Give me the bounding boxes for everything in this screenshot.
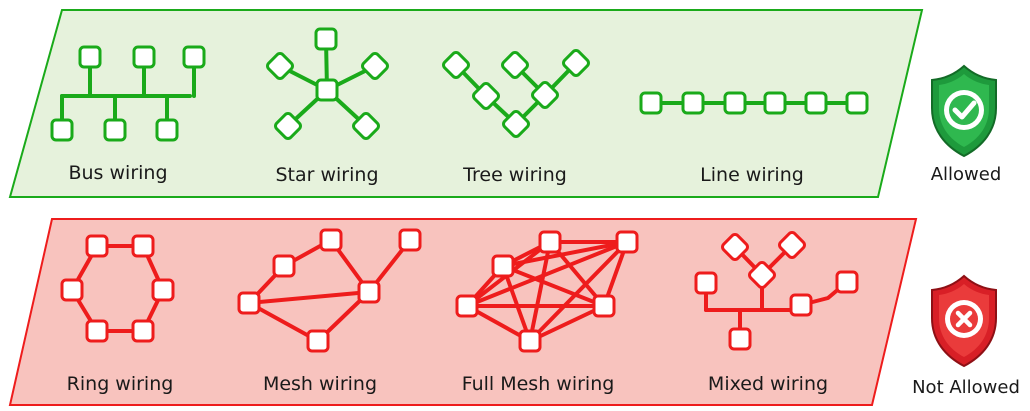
device-node — [131, 319, 155, 343]
wire-link — [501, 240, 629, 268]
device-node — [314, 27, 338, 51]
device-node — [531, 81, 559, 109]
device-node — [721, 233, 749, 261]
device-node — [315, 78, 339, 102]
device-node — [845, 91, 869, 115]
device-node — [442, 51, 470, 79]
device-node — [639, 91, 663, 115]
bus-wiring-diagram — [50, 45, 206, 142]
device-node — [85, 234, 109, 258]
device-node — [361, 52, 389, 80]
device-node — [132, 45, 156, 69]
device-node — [182, 45, 206, 69]
device-node — [763, 91, 787, 115]
device-node — [272, 254, 296, 278]
line-wiring-diagram — [639, 91, 869, 115]
device-node — [518, 329, 542, 353]
device-node — [306, 329, 330, 353]
wire-link — [247, 301, 320, 343]
device-node — [728, 327, 752, 351]
device-node — [472, 82, 500, 110]
line-wiring-label: Line wiring — [700, 164, 804, 186]
wire-link — [528, 240, 629, 343]
star-wiring-label: Star wiring — [275, 164, 378, 186]
device-node — [455, 294, 479, 318]
mesh-wiring-label: Mesh wiring — [263, 373, 377, 395]
device-node — [491, 254, 515, 278]
device-node — [398, 228, 422, 252]
shield-x-icon — [931, 274, 997, 368]
device-node — [723, 91, 747, 115]
device-node — [502, 110, 530, 138]
device-node — [266, 52, 294, 80]
tree-wiring-label: Tree wiring — [462, 164, 567, 186]
mesh-wiring-diagram — [237, 228, 422, 353]
device-node — [50, 118, 74, 142]
device-node — [237, 291, 261, 315]
device-node — [319, 228, 343, 252]
device-node — [804, 91, 828, 115]
shield-check-icon — [931, 64, 997, 158]
not-allowed-status-label: Not Allowed — [912, 377, 1020, 398]
device-node — [78, 45, 102, 69]
allowed-status-label: Allowed — [931, 164, 1002, 185]
wire-link — [501, 264, 606, 308]
device-node — [789, 293, 813, 317]
device-node — [357, 280, 381, 304]
tree-wiring-diagram — [442, 49, 590, 138]
device-node — [103, 118, 127, 142]
ring-wiring-diagram — [60, 234, 175, 343]
device-node — [151, 278, 175, 302]
device-node — [615, 230, 639, 254]
device-node — [681, 91, 705, 115]
device-node — [60, 278, 84, 302]
star-wiring-diagram — [266, 27, 389, 140]
mixed-wiring-label: Mixed wiring — [708, 373, 828, 395]
wire-link — [501, 264, 532, 343]
device-node — [748, 261, 776, 289]
device-node — [501, 51, 529, 79]
full-mesh-wiring-diagram — [455, 230, 639, 353]
bus-wiring-label: Bus wiring — [68, 162, 167, 184]
device-node — [694, 271, 718, 295]
wire-link — [528, 304, 606, 343]
device-node — [562, 49, 590, 77]
device-node — [835, 270, 859, 294]
ring-wiring-label: Ring wiring — [67, 373, 174, 395]
wire-link — [247, 290, 371, 305]
device-node — [131, 234, 155, 258]
mixed-wiring-diagram — [694, 231, 859, 351]
wire-link — [548, 240, 606, 308]
allowed-panel — [8, 9, 924, 198]
device-node — [155, 118, 179, 142]
device-node — [592, 294, 616, 318]
device-node — [274, 112, 302, 140]
full-mesh-wiring-label: Full Mesh wiring — [462, 373, 615, 395]
device-node — [85, 319, 109, 343]
wire-link — [465, 240, 629, 308]
device-node — [352, 112, 380, 140]
device-node — [538, 230, 562, 254]
device-node — [778, 231, 806, 259]
